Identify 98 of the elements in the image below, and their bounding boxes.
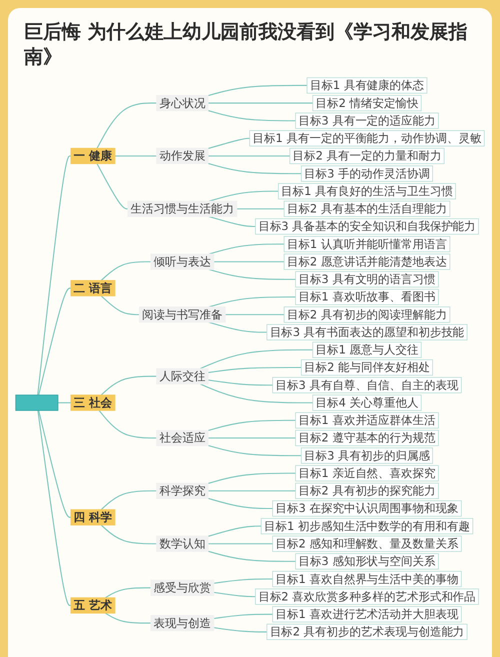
connector <box>214 261 284 262</box>
connector <box>208 437 296 439</box>
connector <box>208 472 296 484</box>
node-box: 目标2 情绪安定愉快 <box>312 95 422 112</box>
node-bar <box>15 394 58 411</box>
connector <box>100 376 157 396</box>
connector <box>208 110 296 122</box>
node-box: 倾听与表达 <box>150 254 214 270</box>
node-box: 目标2 遵守基本的行为规范 <box>295 430 439 446</box>
connector <box>37 410 71 606</box>
connector <box>37 155 71 396</box>
connector <box>114 155 157 157</box>
connector <box>208 490 296 492</box>
connector <box>208 498 273 510</box>
connector <box>225 314 284 316</box>
node-box: 身心状况 <box>156 95 208 112</box>
node-box: 目标2 具有初步的艺术表现与创造能力 <box>266 624 468 640</box>
node-box: 目标3 具备基本的安全知识和自我保护能力 <box>255 218 479 235</box>
node-box: 目标1 亲近自然、喜欢探究 <box>295 465 439 482</box>
node-box: 目标2 具有基本的生活自理能力 <box>284 200 450 217</box>
connector <box>100 296 140 316</box>
connector <box>208 296 296 308</box>
node-box: 目标1 具有一定的平衡能力，动作协调、灵敏 <box>249 130 485 146</box>
connector <box>208 444 302 456</box>
node-box: 目标3 具有初步的归属感 <box>300 448 434 464</box>
node-box: 动作发展 <box>156 148 208 164</box>
connector <box>208 190 278 202</box>
connector <box>208 102 313 104</box>
node-box: 目标3 感知形状与空间关系 <box>295 553 439 570</box>
node-box: 社会适应 <box>156 430 208 446</box>
connector <box>208 550 296 562</box>
connector <box>98 410 157 439</box>
node-box: 目标2 喜欢欣赏多种多样的艺术形式和作品 <box>255 588 479 605</box>
node-box: 表现与创造 <box>150 615 214 632</box>
connector <box>236 208 284 210</box>
node-box: 阅读与书写准备 <box>138 306 226 323</box>
connector <box>200 384 313 404</box>
node-box: 目标3 具有文明的语言习惯 <box>295 271 439 288</box>
connector <box>208 216 256 228</box>
node-box: 目标2 能与同伴友好相处 <box>300 359 434 376</box>
connector <box>214 614 273 620</box>
connector <box>214 592 256 598</box>
connector <box>208 366 302 374</box>
node-box: 目标1 初步感知生活中数学的有用和有趣 <box>260 518 474 534</box>
node-box: 目标4 关心尊重他人 <box>312 394 422 411</box>
node-box: 三 社会 <box>70 394 116 411</box>
connector <box>200 349 313 370</box>
connector <box>100 261 151 281</box>
node-box: 目标1 认真听并能听懂常用语言 <box>284 236 450 252</box>
connector <box>214 627 267 632</box>
node-box: 一 健康 <box>70 148 116 164</box>
node-box: 目标3 手的动作灵活协调 <box>300 166 434 182</box>
connector <box>208 162 302 174</box>
node-box: 目标2 具有初步的阅读理解能力 <box>284 306 450 323</box>
title: 巨后悔 为什么娃上幼儿园前我没看到《学习和发展指南》 <box>24 20 469 70</box>
connector <box>105 587 151 598</box>
node-box: 目标1 具有良好的生活与卫生习惯 <box>278 183 456 200</box>
connector <box>96 102 157 148</box>
node-box: 目标2 愿意讲话并能清楚地表达 <box>284 254 450 270</box>
node-box: 目标2 感知和理解数、量及数量关系 <box>272 536 462 552</box>
connector <box>100 524 157 544</box>
connector <box>208 268 296 280</box>
node-box: 科学探究 <box>156 482 208 499</box>
node-box: 目标3 在探究中认识周围事物和现象 <box>272 500 462 517</box>
connector <box>208 420 296 432</box>
connector <box>105 612 151 624</box>
node-box: 目标1 具有健康的体态 <box>306 77 428 94</box>
node-box: 五 艺术 <box>70 597 116 614</box>
node-box: 数学认知 <box>156 536 208 552</box>
node-box: 感受与欣赏 <box>150 580 214 596</box>
connector <box>100 490 157 510</box>
node-box: 目标1 喜欢自然界与生活中美的事物 <box>272 570 462 588</box>
node-box: 目标2 具有一定的力量和耐力 <box>289 148 444 164</box>
node-box: 四 科学 <box>70 509 116 526</box>
node-box: 生活习惯与生活能力 <box>128 200 238 217</box>
node-box: 目标1 喜欢听故事、看图书 <box>295 288 439 306</box>
node-box: 目标2 具有初步的探究能力 <box>295 482 439 499</box>
connector <box>208 244 284 255</box>
connector <box>58 402 71 404</box>
node-box: 目标1 愿意与人交往 <box>312 342 422 358</box>
node-box: 目标3 具有自尊、自信、自主的表现 <box>272 377 462 394</box>
node-box: 目标1 喜欢并适应群体生活 <box>295 412 439 428</box>
connector <box>96 163 128 210</box>
connector <box>208 526 262 537</box>
node-box: 人际交往 <box>156 368 208 384</box>
connector <box>208 155 290 157</box>
node-box: 目标3 具有书面表达的愿望和初步技能 <box>266 324 468 340</box>
node-box: 目标3 具有一定的适应能力 <box>295 112 439 129</box>
connector <box>208 380 273 386</box>
connector <box>208 543 273 544</box>
connector <box>38 288 71 396</box>
node-box: 目标1 喜欢进行艺术活动并大胆表现 <box>272 606 462 622</box>
connector <box>38 410 71 518</box>
connector <box>208 138 250 150</box>
node-box: 二 语言 <box>70 280 116 296</box>
connector <box>214 578 273 584</box>
connector <box>208 84 308 96</box>
connector <box>208 322 267 333</box>
